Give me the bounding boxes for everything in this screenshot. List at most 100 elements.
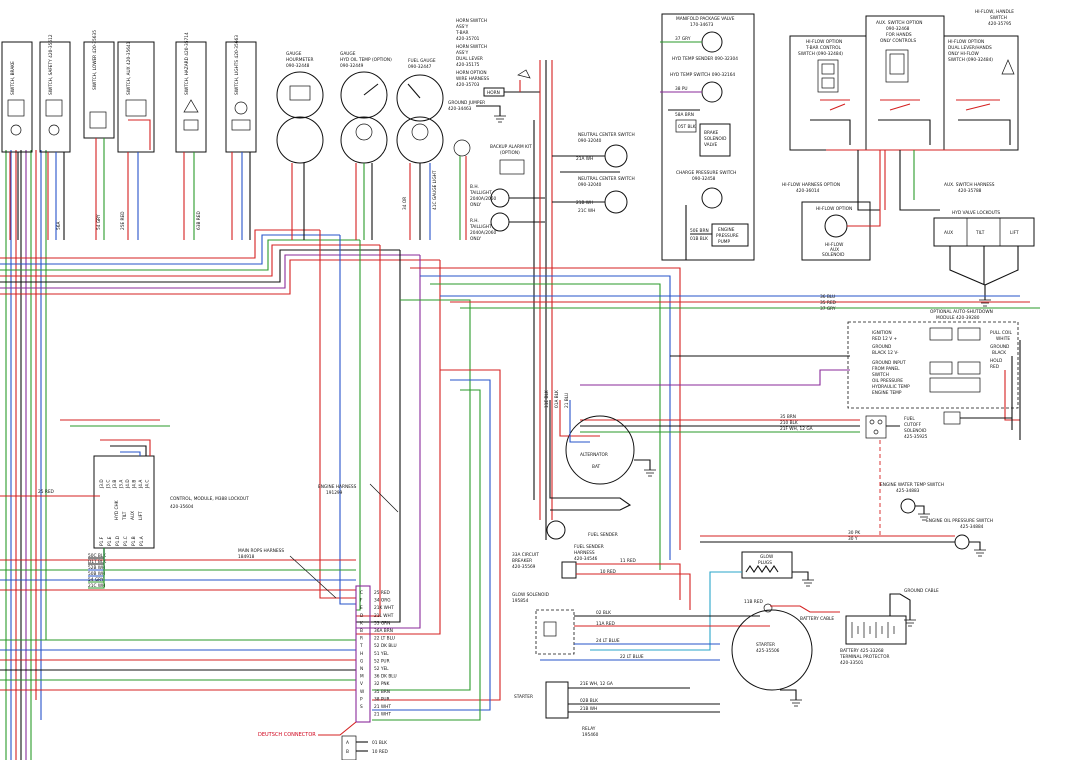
battery-3: 420-33501 [840,660,864,666]
battery-2: TERMINAL PROTECTOR [839,654,890,660]
module-pin-bottom: P1.D [115,535,121,546]
manifold-package: MANIFOLD PACKAGE VALVE 170-34673 HYD TEM… [660,13,755,261]
hiflow-solenoid-3: AUX [830,247,839,253]
module-wire-label: D1T BLK [88,559,106,565]
connector-pin-letter: K [360,620,363,626]
module-pin-top: J4.D [125,479,131,489]
shutdown-input-4: OIL PRESSURE [872,378,903,384]
engine-temp-switch-icon [900,498,916,514]
shutdown-ground-r-2: BLACK [992,350,1006,356]
hyd-oil-gauge-label-1: GAUGE [340,51,356,57]
shutdown-ground-2: BLACK 12 V- [872,350,899,356]
connector-pin-letter: V [360,681,363,687]
starter-relay-1: RELAY [582,726,596,732]
glow-plugs: GLOW PLUGS [590,551,814,651]
hourmeter-back [276,116,324,164]
wire-label-30y: 30 Y [848,536,858,542]
lockouts-title: HYD VALVE LOCKOUTS [952,210,1000,216]
fuel-sender: FUEL SENDER FUEL SENDER HARNESS 420-3454… [545,520,618,562]
hiflow-handle-2: SWITCH [990,15,1007,21]
lights-lamp-icon [231,119,251,131]
wire-label-58a: 58A BRN [675,112,694,118]
charge-pressure-switch [701,187,723,209]
horn-switch-icon [517,69,531,79]
handle-switch-icon [1001,59,1015,75]
auto-shutdown-module: OPTIONAL AUTO-SHUTDOWN MODULE 420-39280 … [847,309,1021,440]
wire-label-54-left: 54 GRY [96,214,102,230]
wire-label-22: 22 LT BLUE [620,654,644,660]
horn-harness-3: 420-35703 [456,82,480,88]
wire-label-21b-starter: 21B WH [580,706,597,712]
connector-pin-wire: 22 LT BLU [374,636,395,642]
horn-switch-lever-3: DUAL LEVER [456,56,483,62]
horn-switch-tbar-1: HORN SWITCH [456,18,487,24]
fuel-sender-1: FUEL SENDER [588,532,618,538]
horn-harness-1: HORN OPTION [456,70,487,76]
neutral-switch-b [604,190,628,214]
wire-label-01b: 01B BLK [690,236,708,242]
hyd-oil-needle-icon [363,83,379,96]
module-pin-top: J4.A [138,480,144,489]
fuel-sender-4: 420-34546 [574,556,598,562]
glow-solenoid-box [535,609,575,655]
wire-label-21e: 21E WH, 12 GA [580,681,613,687]
hiflow-dual-2: DUAL LEVER/HANDS [948,45,992,51]
connector-pin-wire: 35 BRN [374,689,390,695]
aux-switch-option-2: 090-32468 [886,26,910,32]
alternator-icon [565,415,635,485]
rops-harness-1: MAIN ROPS HARNESS [238,548,284,554]
brake-switch-icon [7,99,25,117]
wire-label-37-right: 37 GRY [820,306,836,312]
shutdown-input-3: SWITCH [872,372,889,378]
hiflow-tbar-1: HI-FLOW OPTION [806,39,842,45]
lower-pin-letter: A [346,740,349,746]
wire-label-35-right: 35 RED [820,300,837,306]
taillight-b-2: TAILLIGHT [469,224,492,230]
connector-pin-letter: S [360,704,363,710]
right-horizontal-wires: 36 BLU 35 RED 37 GRY 35 BRN 210 BLK 21F … [440,294,1040,433]
shutdown-relay-c [929,361,953,375]
wire-label-02b: 02B BLK [580,698,598,704]
connector-pin-letter: M [360,674,364,680]
horn-harness-2: WIRE HARNESS [456,76,489,82]
taillight-a-2: TAILLIGHT [469,190,492,196]
connector-pin-letter: P [360,696,363,702]
hiflow-tbar-switch-icon [817,59,839,93]
engine-pressure-3: PUMP [718,239,730,245]
rops-harness-2: 184918 [238,554,255,560]
connector-pin-letter: E [360,605,363,611]
fuel-sender-icon [546,520,566,540]
hiflow-dual-1: HI-FLOW OPTION [948,39,984,45]
horn-switch-tbar-3: T-BAR [455,30,469,36]
hourmeter-gauge [276,71,324,119]
lower-pin-wire: 01 BLK [372,740,387,746]
manifold-title-1: MANIFOLD PACKAGE VALVE [676,16,735,22]
lights-switch [225,41,257,153]
module-pin-bottom: P1.C [123,536,129,546]
manifold-box [661,13,755,261]
connector-pin-wire: 34 ORG [374,598,391,604]
starter-motor-icon [731,609,813,691]
aux-harness-1: AUX. SWITCH HARNESS [944,182,995,188]
brake-switch-label: SWITCH, BRAKE [10,61,16,95]
battery-icon [845,615,907,645]
engine-harness-2: 191299 [326,490,343,496]
shutdown-input-6: ENGINE TEMP [872,390,902,396]
hiflow-handle-1: HI-FLOW, HANDLE [975,9,1014,15]
fuel-needle-icon [407,83,421,99]
starter-relay-icon [545,681,569,719]
glow-solenoid: GLOW SOLENOID 195854 02 BLK 11A RED 24 L… [512,592,770,661]
control-module-1: CONTROL, MODULE, M388 LOCKOUT [170,496,249,502]
hazard-lamp-icon [183,119,199,131]
glow-solenoid-1: GLOW SOLENOID [512,592,550,598]
lower-pin-wire: 10 RED [372,749,389,755]
engine-temp-1: ENGINE WATER TEMP SWITCH [880,482,944,488]
connector-pin-letter: W [360,689,365,695]
circuit-breaker: 33A CIRCUIT BREAKER 420-35569 11 RED 10 … [512,552,691,610]
module-pin-bottom: P1.F [99,536,105,546]
oil-pressure-switch-icon [954,534,970,550]
module-wire-label: 50B WH [88,571,105,577]
